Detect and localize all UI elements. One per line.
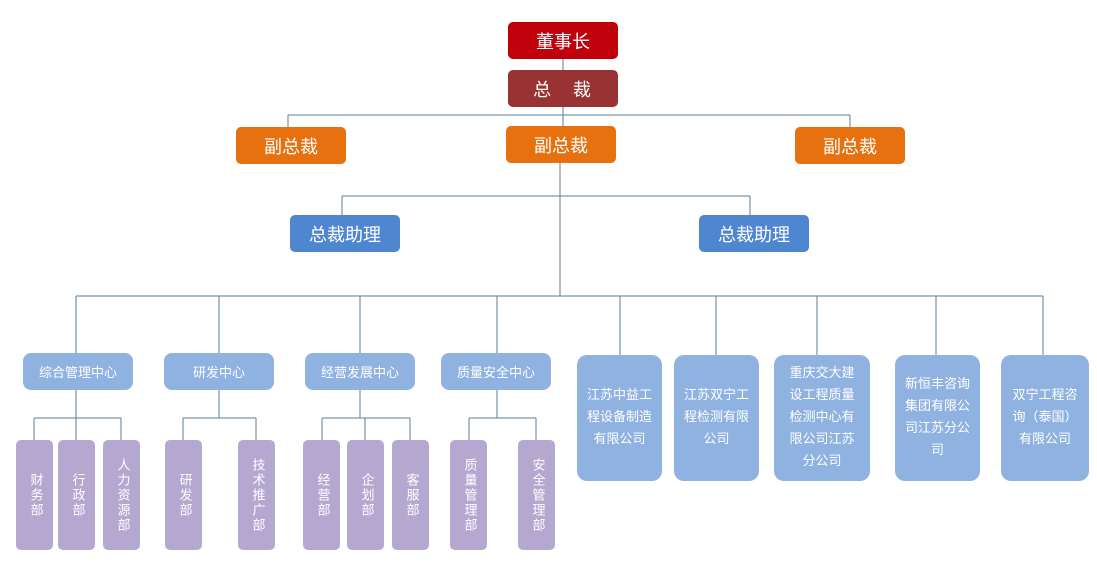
center-node-quality: 质量安全中心 <box>441 353 551 390</box>
subsidiary-node: 江苏双宁工程检测有限公司 <box>674 355 759 481</box>
department-label: 安全管理部 <box>529 457 545 533</box>
subsidiary-label: 双宁工程咨询（泰国）有限公司 <box>1012 388 1078 447</box>
department-label: 研发部 <box>176 472 192 518</box>
subsidiary-label: 江苏中益工程设备制造有限公司 <box>587 388 653 447</box>
department-label: 质量管理部 <box>461 457 477 533</box>
department-node-customer-service: 客服部 <box>392 440 429 550</box>
department-label: 行政部 <box>69 472 85 518</box>
subsidiary-label: 重庆交大建设工程质量检测中心有限公司江苏分公司 <box>789 366 855 469</box>
department-node-tech-promotion: 技术推广部 <box>238 440 275 550</box>
assistant-label: 总裁助理 <box>718 224 790 246</box>
vice-president-node: 副总裁 <box>236 127 346 164</box>
department-label: 客服部 <box>403 472 419 518</box>
department-node-planning: 企划部 <box>347 440 384 550</box>
president-label: 总 裁 <box>533 79 593 101</box>
subsidiary-node: 双宁工程咨询（泰国）有限公司 <box>1001 355 1089 481</box>
assistant-node: 总裁助理 <box>699 215 809 252</box>
president-node: 总 裁 <box>508 70 618 107</box>
chairman-node: 董事长 <box>508 22 618 59</box>
department-node-safety-management: 安全管理部 <box>518 440 555 550</box>
department-node-quality-management: 质量管理部 <box>450 440 487 550</box>
department-node-rnd: 研发部 <box>165 440 202 550</box>
department-node-hr: 人力资源部 <box>103 440 140 550</box>
subsidiary-node: 重庆交大建设工程质量检测中心有限公司江苏分公司 <box>774 355 870 481</box>
subsidiary-node: 江苏中益工程设备制造有限公司 <box>577 355 662 481</box>
center-label: 质量安全中心 <box>456 366 535 381</box>
department-label: 技术推广部 <box>249 457 265 533</box>
center-label: 综合管理中心 <box>38 366 117 381</box>
center-label: 研发中心 <box>192 366 245 381</box>
vice-president-label: 副总裁 <box>264 136 318 158</box>
department-node-finance: 财务部 <box>16 440 53 550</box>
subsidiary-label: 江苏双宁工程检测有限公司 <box>684 388 750 447</box>
vice-president-label: 副总裁 <box>534 135 588 157</box>
vice-president-label: 副总裁 <box>823 136 877 158</box>
center-label: 经营发展中心 <box>320 366 399 381</box>
center-node-business: 经营发展中心 <box>305 353 415 390</box>
assistant-node: 总裁助理 <box>290 215 400 252</box>
subsidiary-label: 新恒丰咨询集团有限公司江苏分公司 <box>905 377 971 458</box>
subsidiary-node: 新恒丰咨询集团有限公司江苏分公司 <box>895 355 980 481</box>
department-label: 经营部 <box>314 472 330 518</box>
vice-president-node: 副总裁 <box>506 126 616 163</box>
chairman-label: 董事长 <box>536 31 590 53</box>
center-node-admin: 综合管理中心 <box>23 353 133 390</box>
department-label: 人力资源部 <box>114 457 130 533</box>
department-node-administration: 行政部 <box>58 440 95 550</box>
department-label: 企划部 <box>358 472 374 518</box>
department-label: 财务部 <box>27 472 43 518</box>
assistant-label: 总裁助理 <box>309 224 381 246</box>
vice-president-node: 副总裁 <box>795 127 905 164</box>
department-node-operations: 经营部 <box>303 440 340 550</box>
center-node-rnd: 研发中心 <box>164 353 274 390</box>
